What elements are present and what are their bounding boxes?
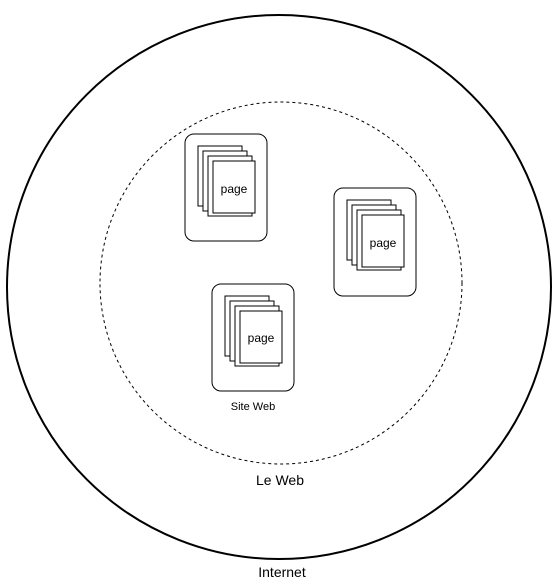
page-stack-icon xyxy=(346,199,405,271)
page-label: page xyxy=(221,182,248,196)
internet-circle xyxy=(6,14,552,560)
page-stack-icon xyxy=(224,295,283,367)
site-caption: Site Web xyxy=(231,401,275,413)
web-label: Le Web xyxy=(256,472,304,488)
site-box-3: page Site Web xyxy=(211,283,295,413)
page-label: page xyxy=(248,331,275,345)
site-box-1: page xyxy=(184,133,268,242)
web-circle xyxy=(99,101,463,465)
page-stack-icon xyxy=(197,145,256,217)
internet-label: Internet xyxy=(258,564,306,580)
site-box-2: page xyxy=(333,187,417,297)
page-label: page xyxy=(370,236,397,250)
